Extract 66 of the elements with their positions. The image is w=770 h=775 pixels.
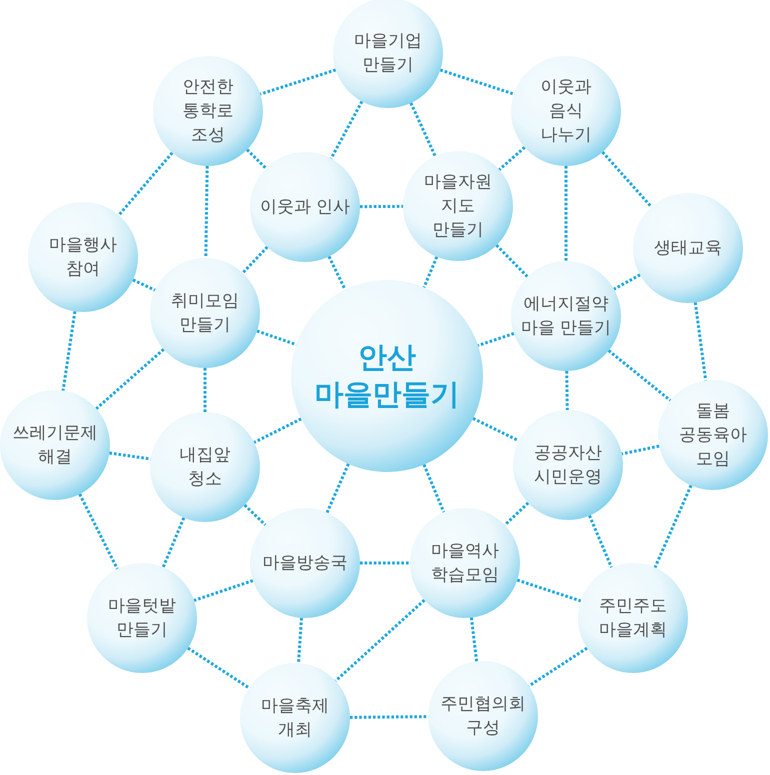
dotted-connector [297, 618, 303, 664]
dotted-connector [422, 464, 446, 513]
dotted-connector [246, 148, 267, 170]
dotted-connector [256, 330, 297, 346]
dotted-connector [565, 370, 569, 410]
dotted-connector [440, 68, 514, 96]
topic-label: 내집앞 청소 [178, 444, 232, 491]
dotted-connector [62, 311, 76, 391]
dotted-connector [478, 332, 514, 347]
dotted-connector [516, 578, 582, 602]
dotted-connector [694, 302, 708, 381]
topic-label: 마을역사 학습모임 [430, 540, 500, 587]
dotted-connector [204, 368, 206, 412]
topic-label: 마을자원 지도 만들기 [423, 171, 493, 242]
dotted-connector [608, 349, 672, 402]
topic-label: 돌봄 공동육아 모임 [678, 400, 748, 471]
dotted-connector [118, 152, 174, 216]
dotted-connector [109, 452, 151, 460]
dotted-connector [260, 68, 336, 96]
topic-label: 생태교육 [653, 237, 723, 260]
dotted-connector [162, 517, 186, 568]
topic-label: 주민협의회 구성 [440, 693, 526, 740]
topic-label: 주민주도 마을계획 [598, 595, 668, 642]
dotted-connector [330, 100, 364, 160]
dotted-connector [242, 246, 268, 274]
topic-label: 마을축제 개최 [260, 695, 330, 742]
dotted-connector [350, 715, 428, 719]
dotted-connector [410, 102, 436, 157]
topic-label: 공공자산 시민운영 [533, 442, 603, 489]
dotted-connector [588, 515, 613, 568]
topic-label: 마을행사 참여 [48, 234, 118, 281]
hub-label: 안산 마을만들기 [314, 339, 460, 413]
topic-label: 에너지절약 마을 만들기 [520, 293, 612, 340]
dotted-connector [422, 256, 438, 288]
dotted-connector [334, 599, 426, 682]
topic-label: 쓰레기문제 해결 [12, 422, 98, 469]
dotted-connector [360, 204, 403, 208]
dotted-connector [204, 166, 209, 258]
dotted-connector [95, 348, 165, 410]
topic-label: 취미모임 만들기 [170, 290, 240, 337]
dotted-connector [504, 502, 530, 526]
dotted-connector [254, 418, 302, 444]
dotted-connector [498, 146, 526, 171]
dotted-connector [244, 504, 266, 526]
dotted-connector [622, 444, 660, 456]
dotted-connector [360, 562, 410, 564]
dotted-connector [495, 244, 529, 278]
topic-label: 이웃과 인사 [258, 196, 352, 219]
dotted-connector [601, 151, 653, 208]
dotted-connector [472, 417, 520, 442]
dotted-connector [528, 646, 588, 688]
dotted-connector [187, 646, 250, 690]
topic-label: 안전한 통학로 조성 [182, 76, 234, 147]
dotted-connector [328, 256, 346, 290]
topic-label: 마을방송국 [262, 552, 348, 575]
dotted-connector [654, 484, 692, 568]
dotted-connector [78, 493, 119, 570]
dotted-connector [194, 579, 254, 602]
dotted-connector [470, 617, 478, 662]
dotted-connector [132, 278, 156, 292]
dotted-connector [564, 166, 568, 261]
dotted-connector [613, 273, 641, 291]
topic-label: 이웃과 음식 나누기 [540, 76, 592, 147]
dotted-connector [326, 463, 350, 514]
topic-label: 마을텃밭 만들기 [107, 595, 177, 642]
topic-label: 마을기업 만들기 [353, 30, 423, 77]
